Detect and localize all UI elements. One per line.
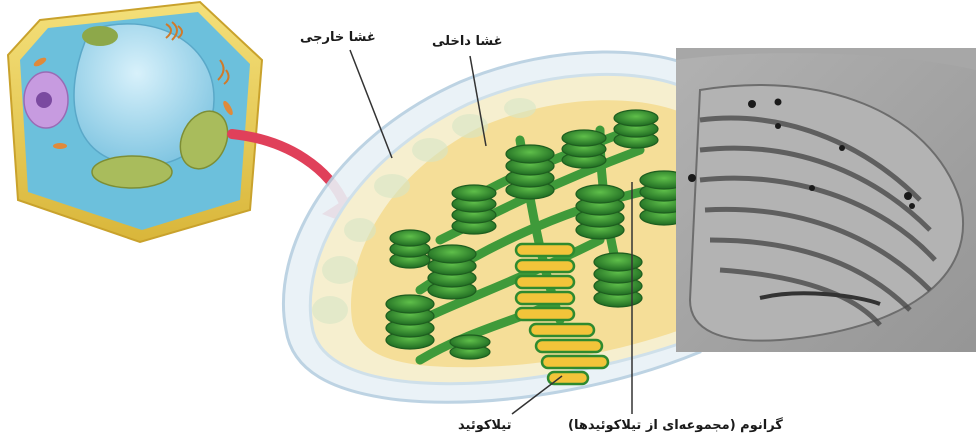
granum-4 <box>506 145 554 199</box>
label-outer-membrane: غشا خارجی <box>300 30 376 45</box>
chloroplast <box>283 52 700 402</box>
granum-5 <box>562 130 606 168</box>
chloroplast-small-1 <box>92 156 172 188</box>
electron-micrograph <box>676 48 976 352</box>
chloroplast-small-3 <box>82 26 118 46</box>
granum-2 <box>428 245 476 299</box>
label-granum: گرانوم (مجموعه‌ای از تیلاکوئیدها) <box>568 418 783 433</box>
label-inner-membrane: غشا داخلی <box>432 34 502 49</box>
granum-3 <box>452 185 496 234</box>
granum-1 <box>386 295 434 349</box>
granum-10 <box>390 230 430 268</box>
plant-cell <box>8 2 262 242</box>
label-thylakoid: تیلاکوئید <box>458 418 511 433</box>
granum-11 <box>450 335 490 359</box>
granum-6 <box>614 110 658 148</box>
granum-9 <box>594 253 642 307</box>
granum-7 <box>576 185 624 239</box>
nucleolus <box>36 92 52 108</box>
